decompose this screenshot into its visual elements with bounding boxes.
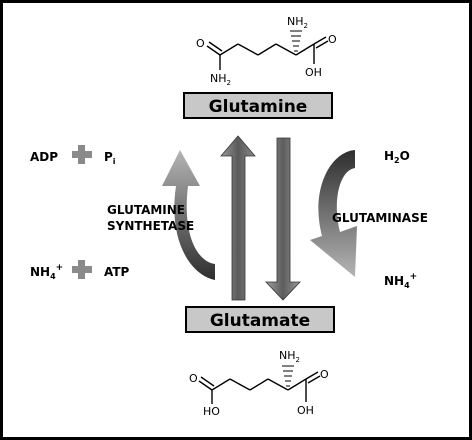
glutamine-amide-oxygen: O bbox=[196, 37, 205, 50]
glutamine-amine-label: NH2 bbox=[287, 15, 308, 30]
glutamine-acid-oxygen: O bbox=[328, 33, 337, 46]
up-arrow bbox=[220, 135, 256, 301]
glutamate-left-hydroxyl: HO bbox=[203, 405, 220, 418]
glutamate-left-oxygen: O bbox=[189, 372, 198, 385]
glutamate-box: Glutamate bbox=[185, 306, 335, 333]
glutaminase-label: GLUTAMINASE bbox=[332, 211, 428, 225]
glutamate-right-hydroxyl: OH bbox=[297, 404, 314, 417]
glutamine-title: Glutamine bbox=[209, 97, 308, 117]
ammonium-left-label: NH4+ bbox=[30, 263, 63, 281]
synthetase-curved-arrow bbox=[162, 150, 215, 280]
ammonium-right-label: NH4+ bbox=[384, 272, 417, 290]
adp-label: ADP bbox=[30, 150, 58, 164]
plus-icon bbox=[72, 260, 92, 279]
plus-icon bbox=[72, 145, 92, 164]
atp-label: ATP bbox=[104, 265, 130, 279]
down-arrow bbox=[265, 137, 301, 301]
glutamine-box: Glutamine bbox=[183, 92, 333, 119]
glutamate-amine-label: NH2 bbox=[279, 349, 300, 364]
synthetase-line2: SYNTHETASE bbox=[107, 219, 194, 233]
glutamine-structure bbox=[206, 30, 329, 70]
glutamine-amide-nitrogen: NH2 bbox=[210, 72, 231, 87]
glutamate-title: Glutamate bbox=[210, 311, 310, 331]
glutaminase-curved-arrow bbox=[310, 150, 357, 277]
glutamine-acid-hydroxyl: OH bbox=[305, 66, 322, 79]
synthetase-line1: GLUTAMINE bbox=[107, 203, 185, 217]
glutamate-structure bbox=[198, 365, 321, 404]
glutamate-right-oxygen: O bbox=[320, 368, 329, 381]
water-label: H2O bbox=[384, 149, 410, 165]
phosphate-label: Pi bbox=[104, 150, 116, 166]
